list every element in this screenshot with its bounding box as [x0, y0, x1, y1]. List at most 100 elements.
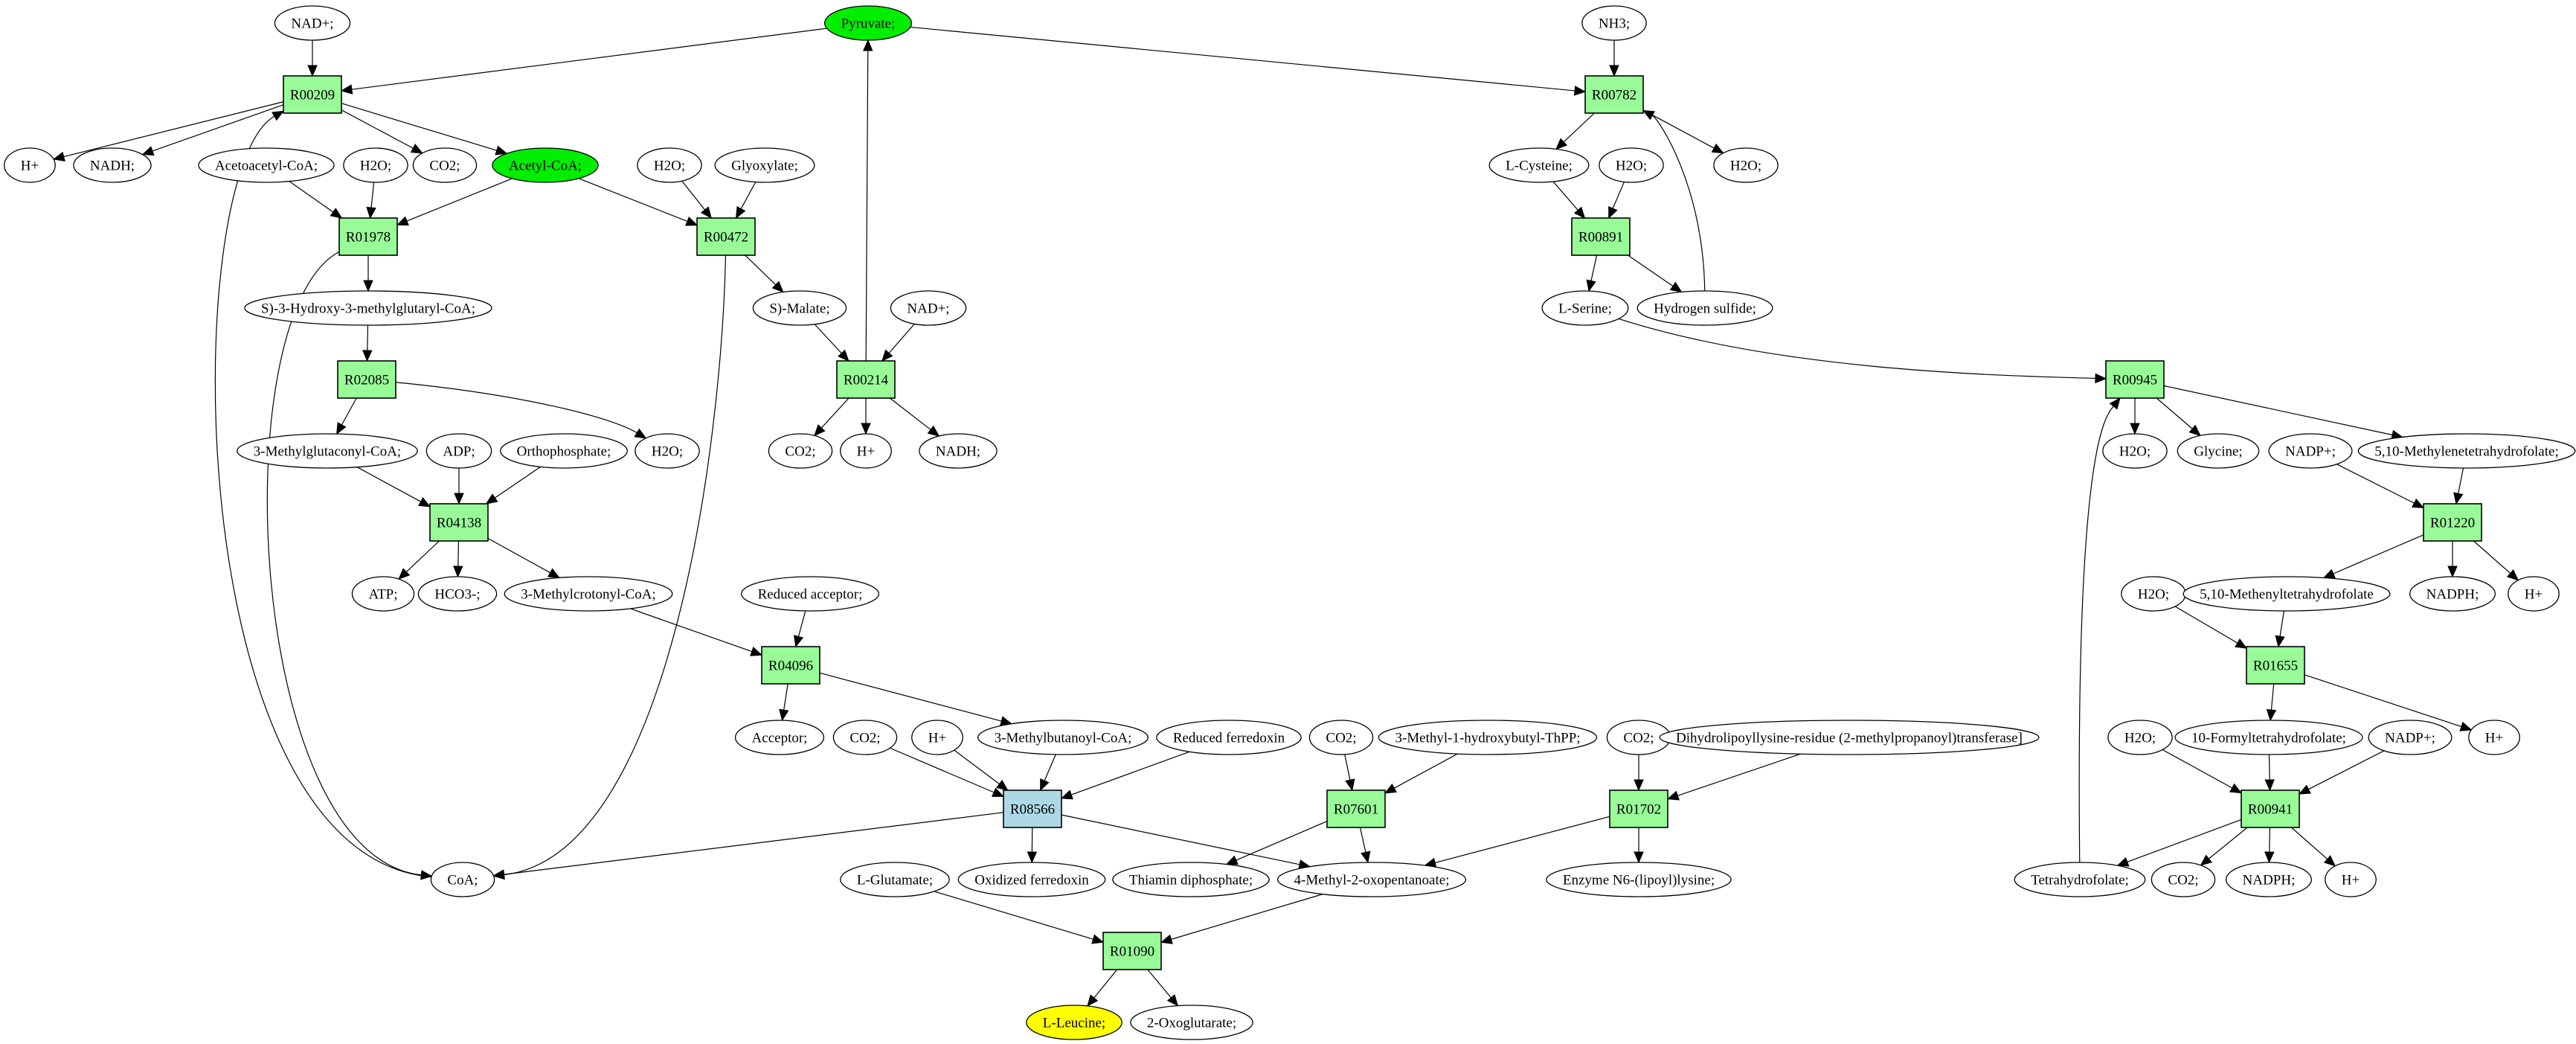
arrowhead-icon [735, 206, 746, 220]
compound-node-2-oxoglutarate[interactable]: 2-Oxoglutarate; [1130, 1005, 1253, 1040]
compound-node-oxidized-ferredoxin[interactable]: Oxidized ferredoxin [957, 862, 1106, 897]
node-label: 4-Methyl-2-oxopentanoate; [1294, 873, 1450, 888]
compound-ellipse [1488, 147, 1590, 183]
reaction-node-r02085[interactable]: R02085 [337, 360, 396, 399]
node-label: NADPH; [2426, 587, 2479, 603]
compound-node-atp[interactable]: ATP; [351, 576, 415, 612]
node-label: H2O; [1730, 158, 1761, 174]
reaction-node-r01655[interactable]: R01655 [2246, 646, 2305, 685]
compound-node-nadh[interactable]: NADH; [73, 147, 152, 183]
compound-node-nadp[interactable]: NADP+; [2368, 720, 2453, 755]
reaction-node-r00214[interactable]: R00214 [836, 360, 896, 399]
compound-node-s-malate[interactable]: S)-Malate; [752, 290, 847, 326]
compound-node-nadph[interactable]: NADPH; [2225, 862, 2313, 897]
compound-node-h2o[interactable]: H2O; [2102, 433, 2168, 469]
arrowhead-icon [1361, 851, 1371, 864]
compound-node-l-leucine[interactable]: L-Leucine; [1026, 1005, 1122, 1040]
arrowhead-icon [1040, 778, 1050, 792]
compound-node-h2o[interactable]: H2O; [637, 147, 702, 183]
compound-node-3-methyl-1-hydroxybutyl-thpp[interactable]: 3-Methyl-1-hydroxybutyl-ThPP; [1378, 720, 1598, 755]
compound-node-3-methylcrotonyl-coa[interactable]: 3-Methylcrotonyl-CoA; [504, 576, 673, 612]
compound-node-l-cysteine[interactable]: L-Cysteine; [1488, 147, 1590, 183]
compound-node-co2[interactable]: CO2; [1308, 720, 1374, 755]
reaction-node-r00782[interactable]: R00782 [1584, 75, 1644, 114]
arrowhead-icon [330, 208, 343, 219]
compound-node-nadph[interactable]: NADPH; [2409, 576, 2496, 612]
compound-node-tetrahydrofolate[interactable]: Tetrahydrofolate; [2014, 862, 2146, 897]
compound-node-reduced-ferredoxin[interactable]: Reduced ferredoxin [1156, 720, 1302, 755]
reaction-node-r01090[interactable]: R01090 [1102, 932, 1162, 970]
compound-node-h2o[interactable]: H2O; [1599, 147, 1664, 183]
compound-node-l-serine[interactable]: L-Serine; [1541, 290, 1629, 326]
compound-node-acetoacetyl-coa[interactable]: Acetoacetyl-CoA; [198, 147, 335, 183]
compound-node-thiamin-diphosphate[interactable]: Thiamin diphosphate; [1112, 862, 1270, 897]
compound-node-pyruvate[interactable]: Pyruvate; [823, 5, 913, 41]
reaction-node-r01702[interactable]: R01702 [1609, 790, 1668, 828]
compound-node-glyoxylate[interactable]: Glyoxylate; [714, 147, 815, 183]
arrowhead-icon [396, 216, 409, 226]
compound-node-s-3-hydroxy-3-methylglutaryl-coa[interactable]: S)-3-Hydroxy-3-methylglutaryl-CoA; [244, 290, 492, 326]
reaction-node-r04096[interactable]: R04096 [761, 646, 820, 685]
compound-node-4-methyl-2-oxopentanoate[interactable]: 4-Methyl-2-oxopentanoate; [1276, 862, 1467, 897]
compound-node-h2o[interactable]: H2O; [2107, 720, 2173, 755]
compound-node-orthophosphate[interactable]: Orthophosphate; [500, 433, 628, 469]
compound-node-h[interactable]: H+ [4, 147, 56, 183]
arrowhead-icon [2322, 569, 2336, 579]
reaction-node-r00941[interactable]: R00941 [2241, 790, 2300, 828]
edge-R01655-to-hplus_5 [2304, 674, 2462, 728]
compound-node-10-formyltetrahydrofolate[interactable]: 10-Formyltetrahydrofolate; [2174, 720, 2363, 755]
reaction-node-r08566[interactable]: R08566 [1003, 790, 1062, 828]
compound-node-3-methylbutanoyl-coa[interactable]: 3-Methylbutanoyl-CoA; [977, 720, 1149, 755]
compound-node-acetyl-coa[interactable]: Acetyl-CoA; [492, 147, 599, 183]
arrowhead-icon [363, 280, 373, 292]
compound-node-h[interactable]: H+ [2508, 576, 2560, 612]
compound-node-coa[interactable]: CoA; [430, 862, 495, 897]
compound-node-co2[interactable]: CO2; [412, 147, 478, 183]
compound-node-h[interactable]: H+ [840, 433, 892, 469]
compound-node-nad[interactable]: NAD+; [890, 290, 967, 326]
edge-R00941-to-thf [2127, 819, 2242, 862]
compound-node-h[interactable]: H+ [911, 720, 963, 755]
compound-node-h2o[interactable]: H2O; [343, 147, 408, 183]
edge-R00782-to-lcysteine [1563, 112, 1595, 143]
compound-node-co2[interactable]: CO2; [1606, 720, 1671, 755]
reaction-node-r07601[interactable]: R07601 [1326, 790, 1386, 828]
compound-node-h[interactable]: H+ [2325, 862, 2377, 897]
compound-node-h2o[interactable]: H2O; [635, 433, 700, 469]
edge-R00941-to-co2_6 [2209, 827, 2248, 859]
compound-node-nad[interactable]: NAD+; [274, 5, 351, 41]
reaction-node-r00891[interactable]: R00891 [1571, 217, 1631, 256]
reaction-node-r01220[interactable]: R01220 [2423, 503, 2482, 542]
reaction-node-r01978[interactable]: R01978 [338, 217, 398, 256]
compound-node-h[interactable]: H+ [2468, 720, 2520, 755]
compound-node-glycine[interactable]: Glycine; [2177, 433, 2260, 469]
arrowhead-icon [996, 779, 1009, 791]
compound-node-h2o[interactable]: H2O; [2121, 576, 2186, 612]
node-label: 10-Formyltetrahydrofolate; [2191, 731, 2346, 746]
reaction-node-r00472[interactable]: R00472 [696, 217, 756, 256]
compound-node-enzyme-n6-lipoyl-lysine[interactable]: Enzyme N6-(lipoyl)lysine; [1546, 862, 1732, 897]
reaction-node-r00945[interactable]: R00945 [2105, 360, 2165, 399]
compound-node-nh3[interactable]: NH3; [1581, 5, 1647, 41]
compound-node-3-methylglutaconyl-coa[interactable]: 3-Methylglutaconyl-CoA; [237, 433, 418, 469]
node-label: ATP; [368, 587, 397, 603]
compound-node-dihydrolipoyllysine-residue-2-methylpropanoyl-transferase[interactable]: Dihydrolipoyllysine-residue (2-methylpro… [1659, 720, 2040, 755]
compound-node-h2o[interactable]: H2O; [1713, 147, 1779, 183]
compound-node-5-10-methenyltetrahydrofolate[interactable]: 5,10-Methenyltetrahydrofolate [2182, 576, 2391, 612]
compound-node-l-glutamate[interactable]: L-Glutamate; [840, 862, 950, 897]
compound-node-acceptor[interactable]: Acceptor; [734, 720, 825, 755]
compound-node-co2[interactable]: CO2; [768, 433, 833, 469]
compound-node-nadh[interactable]: NADH; [919, 433, 998, 469]
node-label: H+ [21, 158, 39, 174]
compound-node-adp[interactable]: ADP; [425, 433, 492, 469]
compound-node-5-10-methylenetetrahydrofolate[interactable]: 5,10-Methylenetetrahydrofolate; [2357, 433, 2576, 469]
reaction-node-r00209[interactable]: R00209 [283, 75, 342, 114]
compound-node-hco3[interactable]: HCO3-; [417, 576, 498, 612]
arrowhead-icon [1555, 138, 1568, 150]
compound-node-co2[interactable]: CO2; [832, 720, 898, 755]
compound-node-nadp[interactable]: NADP+; [2268, 433, 2353, 469]
compound-node-reduced-acceptor[interactable]: Reduced acceptor; [740, 576, 880, 612]
compound-node-hydrogen-sulfide[interactable]: Hydrogen sulfide; [1637, 290, 1773, 326]
reaction-node-r04138[interactable]: R04138 [429, 503, 489, 542]
compound-node-co2[interactable]: CO2; [2151, 862, 2216, 897]
